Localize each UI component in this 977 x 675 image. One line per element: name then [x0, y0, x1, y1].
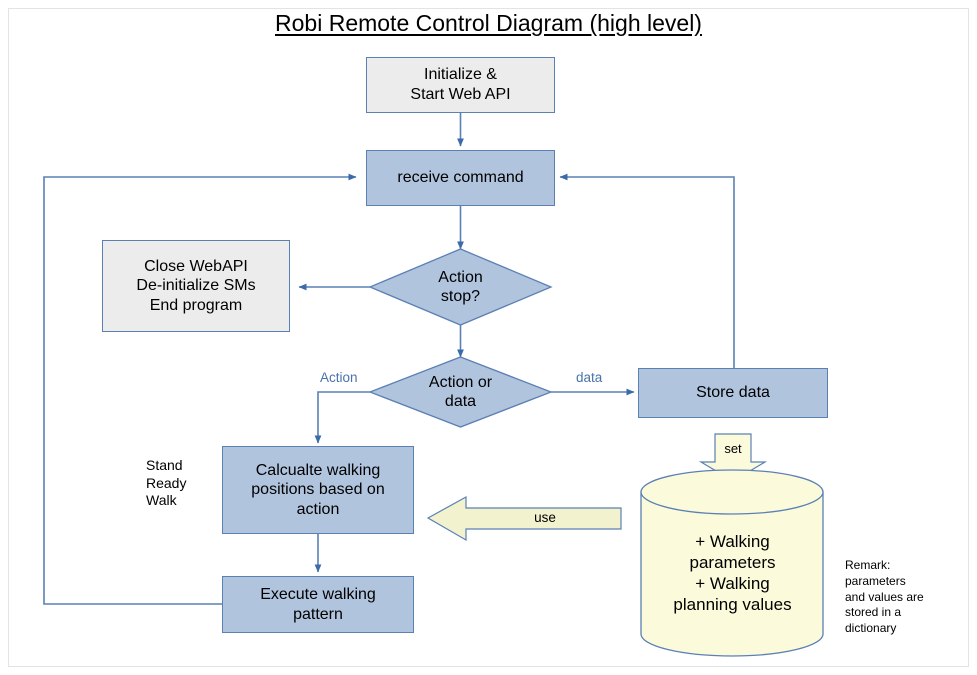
edge-label-data: data	[576, 370, 603, 385]
annotation-states: Stand Ready Walk	[146, 457, 187, 508]
node-close-webapi-label: Close WebAPI De-initialize SMs End progr…	[136, 257, 256, 314]
page-title: Robi Remote Control Diagram (high level)	[275, 10, 702, 36]
edge-label-action: Action	[320, 370, 358, 385]
annotation-remark: Remark: parameters and values are stored…	[845, 558, 924, 636]
node-receive-command[interactable]: receive command	[366, 150, 555, 206]
canvas-frame	[8, 8, 969, 667]
node-store-data-label: Store data	[696, 384, 770, 402]
node-store-data[interactable]: Store data	[638, 368, 828, 418]
node-close-webapi[interactable]: Close WebAPI De-initialize SMs End progr…	[102, 240, 290, 332]
node-calculate-walking-label: Calcualte walking positions based on act…	[251, 461, 385, 518]
node-initialize[interactable]: Initialize & Start Web API	[366, 57, 555, 113]
node-execute-walking[interactable]: Execute walking pattern	[222, 576, 414, 633]
node-receive-command-label: receive command	[397, 169, 524, 187]
node-initialize-label: Initialize & Start Web API	[410, 66, 511, 103]
node-calculate-walking[interactable]: Calcualte walking positions based on act…	[222, 446, 414, 534]
node-execute-walking-label: Execute walking pattern	[260, 585, 376, 623]
